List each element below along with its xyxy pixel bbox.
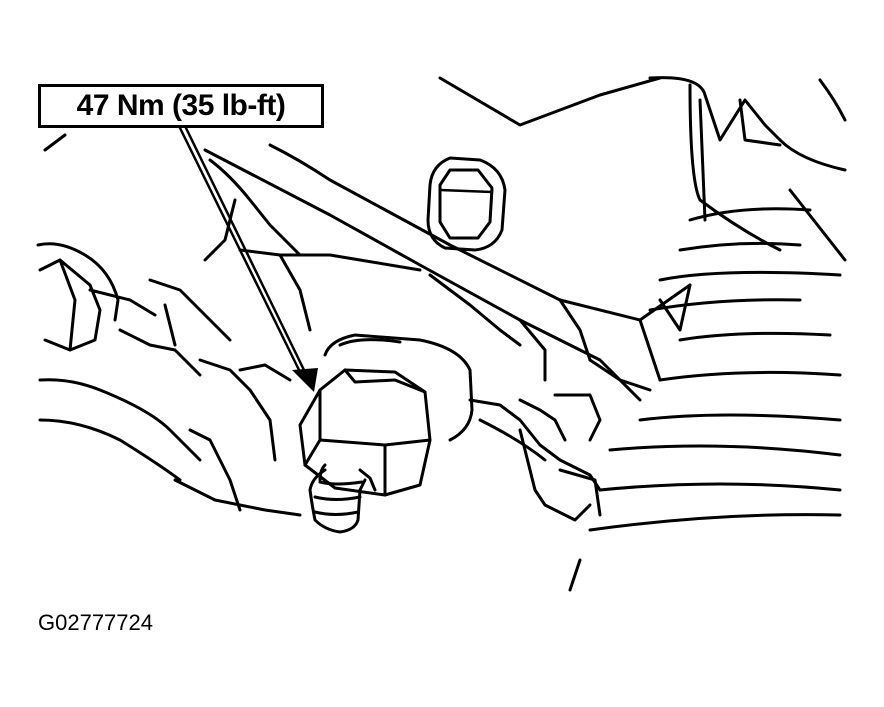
torque-callout: 47 Nm (35 lb-ft) bbox=[38, 84, 324, 128]
upper-bolt bbox=[426, 156, 507, 252]
bracket-arm bbox=[203, 143, 692, 402]
left-mount bbox=[36, 133, 302, 517]
engine-casting bbox=[438, 76, 847, 592]
callout-leader-arrow bbox=[178, 126, 318, 392]
torque-spec-label: 47 Nm (35 lb-ft) bbox=[76, 89, 286, 122]
main-nut-assembly bbox=[298, 333, 602, 534]
figure-id: G02777724 bbox=[38, 610, 153, 635]
